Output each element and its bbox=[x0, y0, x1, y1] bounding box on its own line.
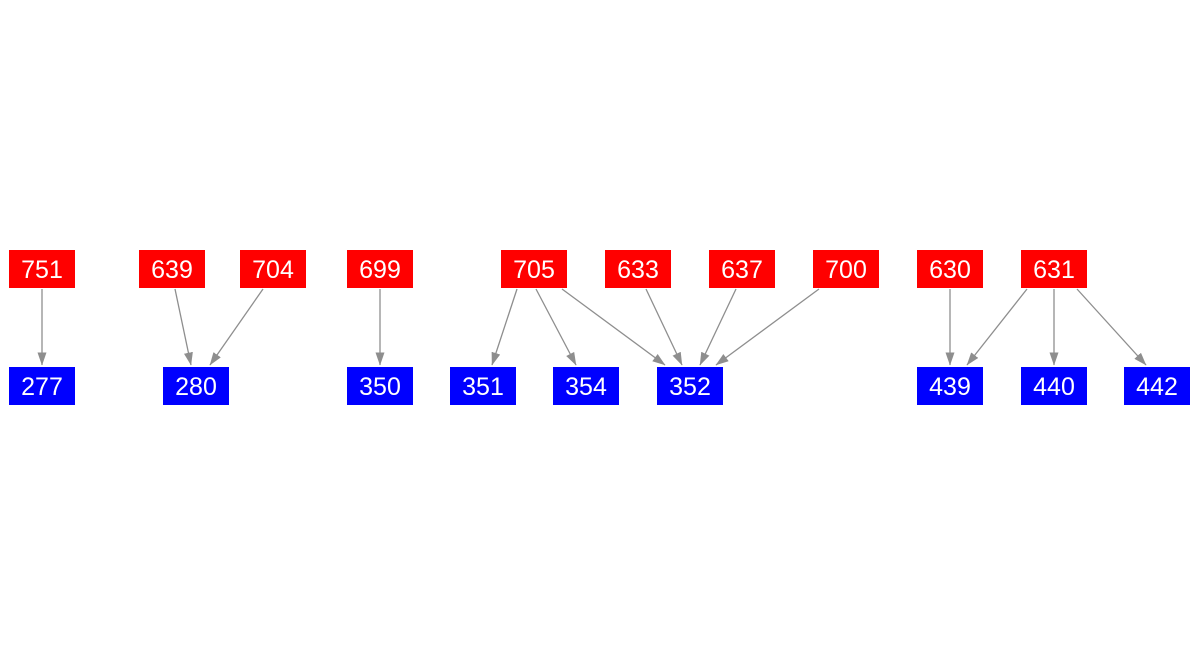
node-637: 637 bbox=[709, 250, 775, 288]
edge-705-to-351 bbox=[491, 288, 518, 366]
node-442: 442 bbox=[1124, 367, 1190, 405]
node-704: 704 bbox=[240, 250, 306, 288]
node-label-699: 699 bbox=[359, 256, 401, 284]
node-439: 439 bbox=[917, 367, 983, 405]
node-label-700: 700 bbox=[825, 256, 867, 284]
node-label-354: 354 bbox=[565, 373, 607, 401]
node-box-352 bbox=[657, 367, 723, 405]
node-633: 633 bbox=[605, 250, 671, 288]
edge-637-to-352 bbox=[699, 288, 737, 366]
node-280: 280 bbox=[163, 367, 229, 405]
node-label-630: 630 bbox=[929, 256, 971, 284]
node-705: 705 bbox=[501, 250, 567, 288]
node-label-631: 631 bbox=[1033, 256, 1075, 284]
node-label-633: 633 bbox=[617, 256, 659, 284]
node-box-442 bbox=[1124, 367, 1190, 405]
node-box-277 bbox=[9, 367, 75, 405]
node-box-351 bbox=[450, 367, 516, 405]
node-label-280: 280 bbox=[175, 373, 217, 401]
edges-layer bbox=[37, 288, 1147, 366]
node-box-705 bbox=[501, 250, 567, 288]
node-box-631 bbox=[1021, 250, 1087, 288]
node-700: 700 bbox=[813, 250, 879, 288]
node-label-705: 705 bbox=[513, 256, 555, 284]
node-label-704: 704 bbox=[252, 256, 294, 284]
node-label-350: 350 bbox=[359, 373, 401, 401]
node-box-280 bbox=[163, 367, 229, 405]
node-box-633 bbox=[605, 250, 671, 288]
edge-631-to-442 bbox=[1076, 288, 1147, 366]
node-label-277: 277 bbox=[21, 373, 63, 401]
node-box-639 bbox=[139, 250, 205, 288]
edge-705-to-352 bbox=[561, 288, 666, 366]
node-label-440: 440 bbox=[1033, 373, 1075, 401]
node-label-637: 637 bbox=[721, 256, 763, 284]
node-351: 351 bbox=[450, 367, 516, 405]
node-352: 352 bbox=[657, 367, 723, 405]
node-630: 630 bbox=[917, 250, 983, 288]
node-label-442: 442 bbox=[1136, 373, 1178, 401]
node-label-351: 351 bbox=[462, 373, 504, 401]
edge-700-to-352 bbox=[715, 288, 820, 366]
node-label-352: 352 bbox=[669, 373, 711, 401]
node-631: 631 bbox=[1021, 250, 1087, 288]
node-box-700 bbox=[813, 250, 879, 288]
node-699: 699 bbox=[347, 250, 413, 288]
node-277: 277 bbox=[9, 367, 75, 405]
node-box-354 bbox=[553, 367, 619, 405]
edge-639-to-280 bbox=[174, 288, 193, 366]
node-box-704 bbox=[240, 250, 306, 288]
node-350: 350 bbox=[347, 367, 413, 405]
node-751: 751 bbox=[9, 250, 75, 288]
node-box-350 bbox=[347, 367, 413, 405]
node-box-440 bbox=[1021, 367, 1087, 405]
node-box-699 bbox=[347, 250, 413, 288]
node-354: 354 bbox=[553, 367, 619, 405]
node-label-751: 751 bbox=[21, 256, 63, 284]
node-box-637 bbox=[709, 250, 775, 288]
nodes-layer: 751 639 704 699 705 633 637 700 630 631 277 280 350 3… bbox=[9, 250, 1190, 405]
node-440: 440 bbox=[1021, 367, 1087, 405]
node-box-439 bbox=[917, 367, 983, 405]
edge-631-to-439 bbox=[966, 288, 1028, 366]
node-box-751 bbox=[9, 250, 75, 288]
edge-704-to-280 bbox=[209, 288, 264, 366]
node-label-439: 439 bbox=[929, 373, 971, 401]
node-box-630 bbox=[917, 250, 983, 288]
edge-705-to-354 bbox=[535, 288, 577, 366]
node-639: 639 bbox=[139, 250, 205, 288]
node-label-639: 639 bbox=[151, 256, 193, 284]
edge-633-to-352 bbox=[645, 288, 683, 366]
